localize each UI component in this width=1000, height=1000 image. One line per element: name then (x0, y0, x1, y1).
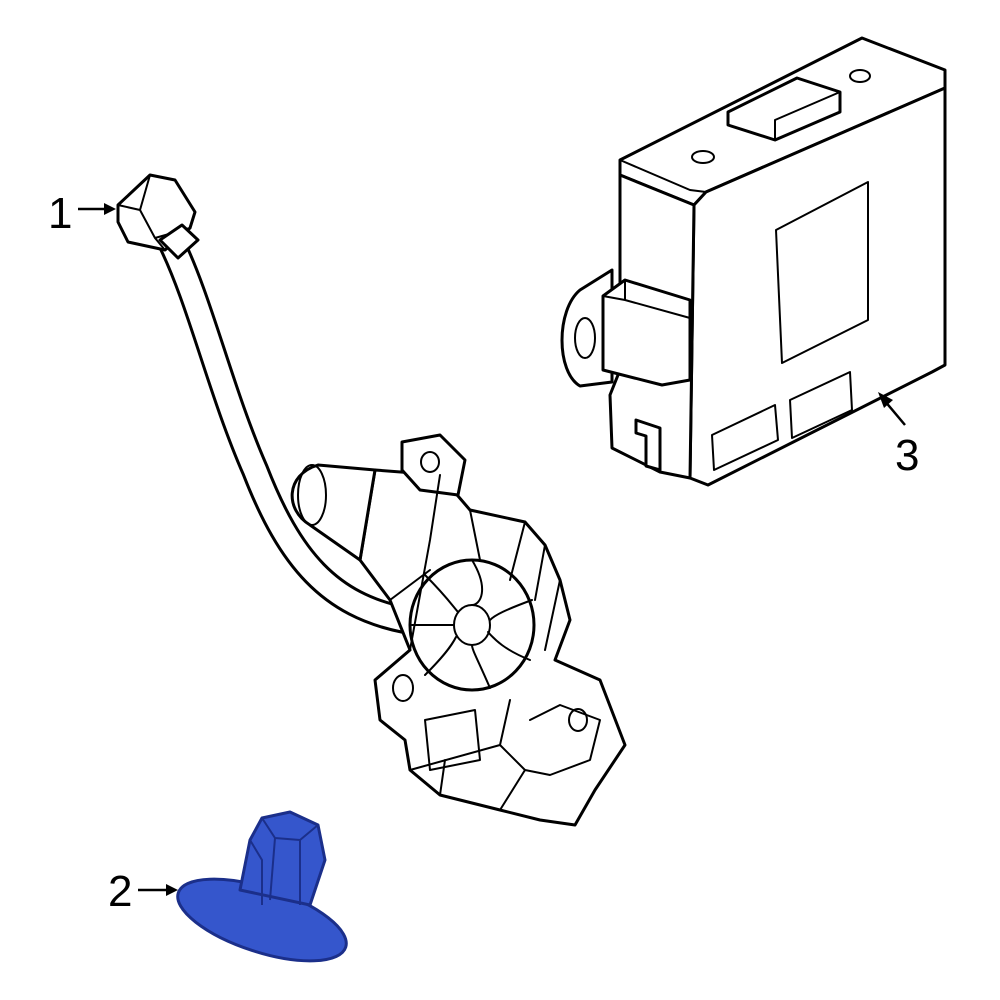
callout-2: 2 (108, 867, 132, 916)
callout-3: 3 (895, 431, 919, 480)
push-pin-fastener[interactable]: 2 (108, 810, 356, 978)
door-lock-actuator[interactable] (290, 433, 627, 827)
callout-1: 1 (48, 189, 72, 238)
control-module[interactable]: 3 (560, 36, 947, 487)
